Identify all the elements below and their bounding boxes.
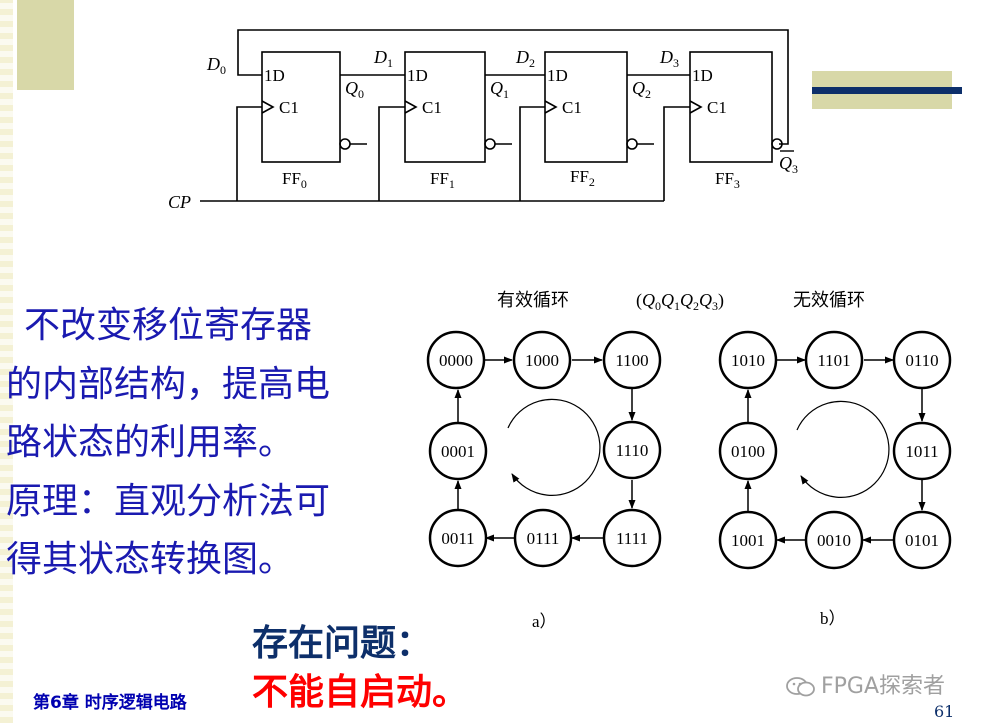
explanation-line: 路状态的利用率。 — [6, 422, 295, 463]
state-node — [512, 330, 572, 390]
d1-label: D1 — [373, 47, 393, 70]
ff2-pin-c: C1 — [562, 98, 582, 117]
state-label: 0010 — [817, 531, 851, 550]
explanation-line: 原理：直观分析法可 — [6, 480, 331, 522]
ff2-pin-d: 1D — [547, 66, 568, 85]
watermark: FPGA探索者 — [785, 668, 945, 700]
right-accent-line — [812, 87, 962, 94]
state-label: 0001 — [441, 442, 475, 461]
q2-label: Q2 — [632, 78, 651, 101]
state-node — [602, 330, 662, 390]
ff1-pin-c: C1 — [422, 98, 442, 117]
valid-cycle-title: 有效循环 — [497, 290, 569, 310]
d3-label: D3 — [659, 47, 679, 70]
state-node — [892, 510, 952, 570]
d0-label: D0 — [206, 54, 226, 77]
top-decorative-square — [17, 0, 74, 90]
ff2-name: FF2 — [570, 167, 595, 189]
state-label: 1110 — [616, 441, 649, 460]
state-label: 1100 — [615, 351, 648, 370]
state-node — [513, 508, 573, 568]
page-number: 61 — [934, 702, 955, 721]
problem-text: 不能自启动。 — [252, 672, 469, 713]
q3-bar-label: Q3 — [779, 153, 798, 176]
valid-cycle-direction-arc — [507, 398, 601, 496]
chapter-footer: 第6章 时序逻辑电路 — [33, 693, 187, 713]
state-label: 0101 — [905, 531, 939, 550]
invalid-cycle-title: 无效循环 — [793, 290, 865, 310]
state-node — [428, 508, 488, 568]
ff1-pin-d: 1D — [407, 66, 428, 85]
state-node — [426, 330, 486, 390]
state-label: 1001 — [731, 531, 765, 550]
problem-title: 存在问题： — [252, 623, 433, 664]
ff0-name: FF0 — [282, 169, 307, 191]
state-node — [804, 510, 864, 570]
explanation-line: 的内部结构，提高电 — [6, 363, 331, 405]
ff3-pin-d: 1D — [692, 66, 713, 85]
invalid-cycle-direction-arc — [796, 400, 890, 498]
watermark-text: FPGA探索者 — [821, 674, 946, 699]
ff3-pin-c: C1 — [707, 98, 727, 117]
state-label: 1101 — [817, 351, 850, 370]
state-node — [602, 420, 662, 480]
left-decorative-stripe — [0, 0, 13, 723]
d2-label: D2 — [515, 47, 535, 70]
state-label: 1011 — [905, 442, 938, 461]
explanation-line: 得其状态转换图。 — [6, 539, 295, 580]
state-order-label: (Q0Q1Q2Q3) — [636, 290, 724, 313]
ff0-pin-d: 1D — [264, 66, 285, 85]
diagram-a-label: a） — [532, 612, 557, 631]
state-label: 0111 — [527, 529, 560, 548]
invalid-cycle-arrows — [744, 356, 926, 544]
wechat-icon — [786, 677, 815, 697]
state-node — [718, 330, 778, 390]
state-label: 1010 — [731, 351, 765, 370]
state-node — [892, 421, 952, 481]
state-node — [428, 421, 488, 481]
state-label: 1111 — [616, 529, 648, 548]
state-label: 0110 — [905, 351, 938, 370]
state-label: 0011 — [441, 529, 474, 548]
state-node — [602, 508, 662, 568]
valid-cycle-arrows — [454, 356, 636, 542]
state-node — [892, 330, 952, 390]
explanation-line: 不改变移位寄存器 — [24, 305, 313, 346]
ff3-name: FF3 — [715, 169, 740, 191]
state-node — [718, 421, 778, 481]
state-label: 0000 — [439, 351, 473, 370]
q0-label: Q0 — [345, 78, 364, 101]
clock-label: CP — [168, 192, 191, 212]
state-node — [718, 510, 778, 570]
ff1-name: FF1 — [430, 169, 455, 191]
state-label: 1000 — [525, 351, 559, 370]
state-label: 0100 — [731, 442, 765, 461]
q1-label: Q1 — [490, 78, 509, 101]
diagram-b-label: b） — [820, 609, 846, 628]
ff0-pin-c: C1 — [279, 98, 299, 117]
explanation-text: 不改变移位寄存器 的内部结构，提高电 路状态的利用率。 原理：直观分析法可 得其… — [6, 297, 391, 590]
state-node — [804, 330, 864, 390]
